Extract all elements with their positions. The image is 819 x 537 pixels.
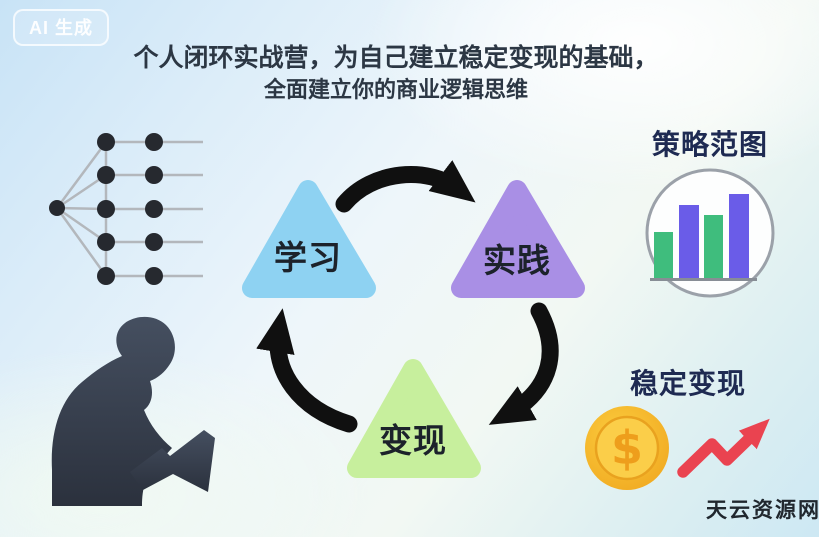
triangle-practice — [451, 180, 585, 298]
trend-up-icon — [677, 418, 770, 478]
title-line-2: 全面建立你的商业逻辑思维 — [263, 77, 528, 102]
strategy-chart-icon — [645, 168, 775, 298]
coin-icon: $ — [585, 406, 669, 490]
person-reading-icon — [51, 316, 215, 506]
title-line-1: 个人闭环实战营，为自己建立稳定变现的基础， — [133, 44, 659, 72]
dollar-sign: $ — [611, 421, 643, 475]
ai-generated-badge: AI 生成 — [13, 9, 110, 46]
cycle-step-learn-label: 学习 — [274, 239, 342, 276]
monetize-label: 稳定变现 — [629, 368, 746, 399]
cycle-diagram — [242, 180, 585, 478]
cycle-step-practice-label: 实践 — [483, 242, 551, 279]
watermark: 天云资源网 — [706, 499, 819, 522]
page-title: 个人闭环实战营，为自己建立稳定变现的基础， 全面建立你的商业逻辑思维 — [0, 41, 792, 105]
cycle-step-monetize-label: 变现 — [379, 422, 447, 459]
arrow-monetize-to-learn — [256, 308, 358, 433]
arrow-learn-to-practice — [335, 160, 476, 213]
triangle-learn — [242, 180, 376, 298]
cycle-arrows — [256, 160, 559, 433]
tree-icon — [49, 133, 203, 285]
triangle-monetize — [347, 359, 481, 478]
strategy-label: 策略范图 — [651, 129, 768, 160]
arrow-practice-to-monetize — [488, 302, 559, 425]
